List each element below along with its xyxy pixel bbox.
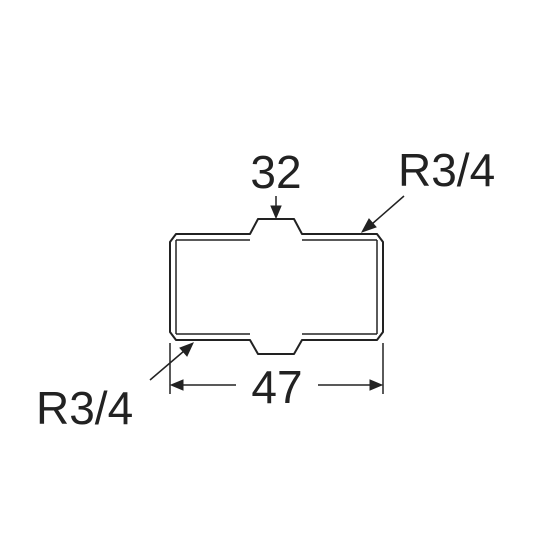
length-label: 47 xyxy=(251,361,302,413)
length-arrow-left xyxy=(169,379,184,391)
right-thread-label: R3/4 xyxy=(398,144,495,196)
hex-width-arrow xyxy=(270,196,282,220)
length-dimension xyxy=(169,343,384,394)
left-thread-label: R3/4 xyxy=(36,382,133,434)
right-thread-arrow xyxy=(360,195,405,233)
fitting-outline xyxy=(169,218,384,355)
length-arrow-right xyxy=(369,379,384,391)
thread-lines xyxy=(175,239,378,335)
fitting-body-outline xyxy=(169,218,384,355)
hex-width-label: 32 xyxy=(250,146,301,198)
left-thread-arrow xyxy=(149,342,194,381)
